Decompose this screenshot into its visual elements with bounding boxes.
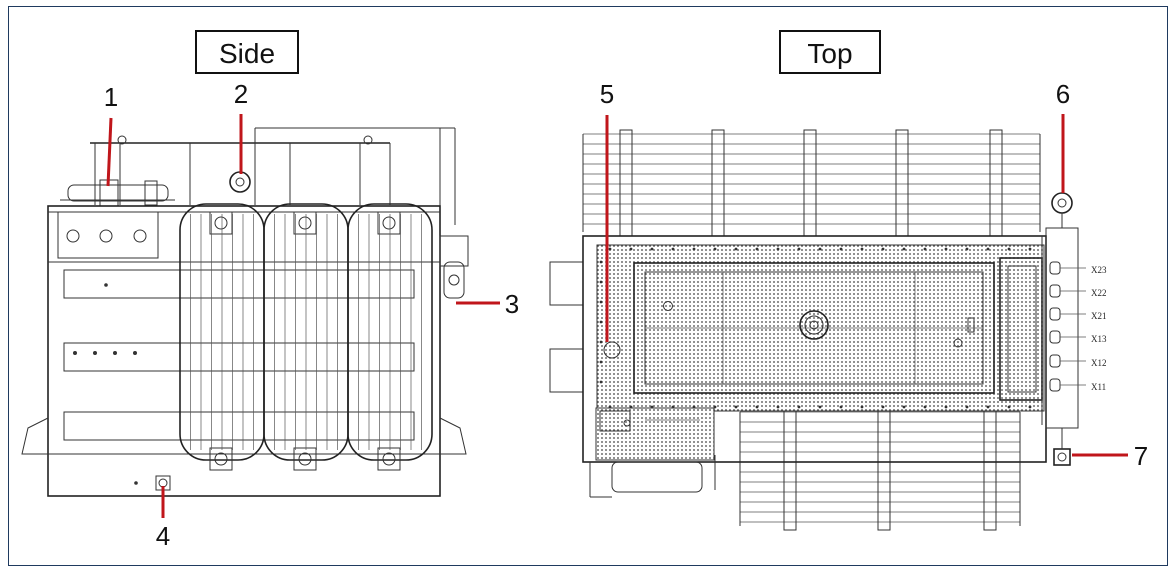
callout-5: 5 [600, 79, 614, 109]
side-title: Side [219, 38, 275, 69]
terminal-label-x12: X12 [1091, 358, 1107, 368]
top-view: Top [549, 30, 1148, 531]
top-lower-radiators [739, 407, 1021, 531]
terminal-label-x13: X13 [1091, 334, 1107, 344]
side-upper-frame [60, 127, 456, 225]
radiator-fins [190, 214, 422, 450]
valve-symbol [1053, 448, 1071, 466]
terminal-label-x22: X22 [1091, 288, 1107, 298]
radiator-panel [347, 203, 433, 471]
top-title-box [779, 30, 881, 74]
terminal-label-x21: X21 [1091, 311, 1107, 321]
top-left-stubs [549, 261, 583, 393]
top-title: Top [807, 38, 852, 69]
callout-7: 7 [1134, 441, 1148, 471]
breather-symbol [1051, 192, 1073, 214]
top-upper-radiators [582, 129, 1041, 237]
callout-6: 6 [1056, 79, 1070, 109]
callout-3: 3 [505, 289, 519, 319]
callout-1: 1 [104, 82, 118, 112]
terminal-label-x11: X11 [1091, 382, 1106, 392]
callout-4: 4 [156, 521, 170, 551]
callout-1-lead [106, 117, 113, 187]
side-view: Side [21, 30, 519, 551]
side-radiators [179, 203, 433, 471]
side-title-box [195, 30, 299, 74]
side-tank [21, 205, 469, 497]
terminal-bushings [1049, 261, 1086, 392]
terminal-label-x23: X23 [1091, 265, 1107, 275]
callout-2: 2 [234, 79, 248, 109]
top-tank [582, 227, 1079, 498]
